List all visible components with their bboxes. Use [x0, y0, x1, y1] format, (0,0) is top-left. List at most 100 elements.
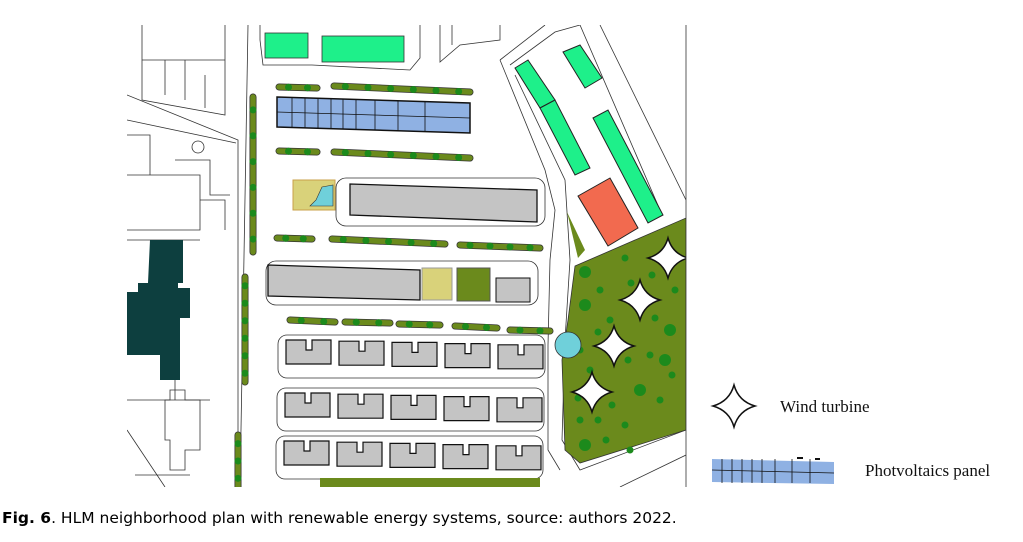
tree	[297, 317, 305, 324]
tree	[656, 396, 664, 404]
tree	[407, 239, 415, 246]
pv-cell-line	[276, 111, 471, 119]
tree	[241, 352, 249, 360]
tree	[624, 356, 632, 364]
sport-field	[321, 35, 405, 63]
housing-block	[496, 397, 543, 423]
tree	[249, 106, 257, 114]
legend-wind-turbine-icon	[710, 382, 758, 430]
tree	[536, 327, 544, 335]
tree	[241, 334, 249, 342]
tree	[362, 237, 370, 244]
tree	[234, 457, 242, 465]
building	[267, 264, 421, 301]
tree	[671, 286, 679, 294]
tree	[506, 243, 514, 251]
legend-pv-panel-icon	[711, 457, 835, 484]
housing-block	[443, 396, 490, 422]
housing-block	[338, 340, 385, 366]
housing-row-outline	[277, 334, 546, 379]
legend-wind-turbine-label: Wind turbine	[780, 397, 870, 416]
tree	[304, 148, 311, 156]
tree	[608, 401, 616, 409]
tree	[462, 323, 469, 330]
tree	[375, 319, 383, 327]
tree-strip	[276, 84, 320, 91]
tree	[651, 314, 659, 322]
grass-patch	[567, 212, 585, 258]
tree	[576, 416, 584, 424]
building	[349, 183, 538, 223]
caption-text: . HLM neighborhood plan with renewable e…	[51, 509, 677, 527]
tree-strip	[452, 323, 500, 331]
tree	[405, 320, 413, 328]
tree	[249, 132, 257, 140]
wind-turbine-icon	[569, 369, 615, 415]
legend-pv-panel-label: Photvoltaics panel	[865, 461, 991, 480]
pool	[554, 331, 582, 359]
tree-strip	[274, 235, 315, 242]
tree	[483, 324, 490, 331]
tree	[432, 153, 440, 160]
tree-strip	[287, 317, 338, 325]
tree	[455, 154, 463, 161]
wind-turbine-icon	[617, 277, 663, 323]
tree-strip	[331, 83, 473, 95]
tree	[646, 351, 654, 359]
tree	[626, 446, 634, 454]
tree	[596, 286, 604, 294]
wind-turbine-icon	[710, 382, 758, 430]
pv-cell-line	[711, 469, 835, 474]
tree	[621, 254, 629, 262]
tree	[579, 266, 591, 278]
housing-block	[283, 440, 330, 466]
housing-block	[444, 343, 491, 369]
tree	[234, 440, 242, 448]
tree	[594, 416, 602, 424]
map	[127, 25, 686, 487]
tree	[387, 151, 395, 158]
tree-strip	[276, 148, 320, 155]
tree	[304, 84, 311, 92]
tree	[299, 235, 307, 243]
wind-turbine-icon	[591, 323, 637, 369]
tree-strip	[342, 319, 393, 326]
tree	[409, 152, 417, 159]
tree-strip	[396, 321, 443, 328]
tree	[364, 150, 372, 157]
tree	[285, 147, 292, 155]
tree	[602, 436, 610, 444]
tree	[627, 279, 635, 287]
tree	[486, 242, 494, 250]
housing-row-outline	[276, 387, 545, 432]
sport-field	[264, 32, 309, 59]
tree	[341, 83, 349, 90]
housing-block	[495, 445, 542, 471]
tree	[621, 421, 629, 429]
tree	[466, 241, 474, 249]
wind-turbines	[569, 235, 686, 415]
tree	[234, 474, 242, 482]
tree	[409, 86, 417, 93]
housing-block	[390, 394, 437, 420]
tree	[241, 299, 249, 307]
tree	[426, 321, 434, 329]
tree	[339, 236, 347, 243]
housing-block	[284, 392, 331, 418]
tree	[594, 328, 602, 336]
caption-label: Fig. 6	[2, 509, 52, 527]
park-trees	[574, 254, 679, 454]
wind-turbine-icon	[645, 235, 686, 281]
tree	[341, 149, 349, 156]
housing-block	[497, 344, 544, 370]
pv-roof-building	[276, 96, 471, 134]
tree	[579, 439, 591, 451]
tree	[241, 282, 249, 290]
sports-court	[577, 177, 639, 247]
dark-building	[127, 240, 190, 380]
housing-block	[336, 441, 383, 467]
tree	[282, 234, 290, 242]
tree	[249, 158, 257, 166]
grass-strip	[320, 478, 540, 487]
